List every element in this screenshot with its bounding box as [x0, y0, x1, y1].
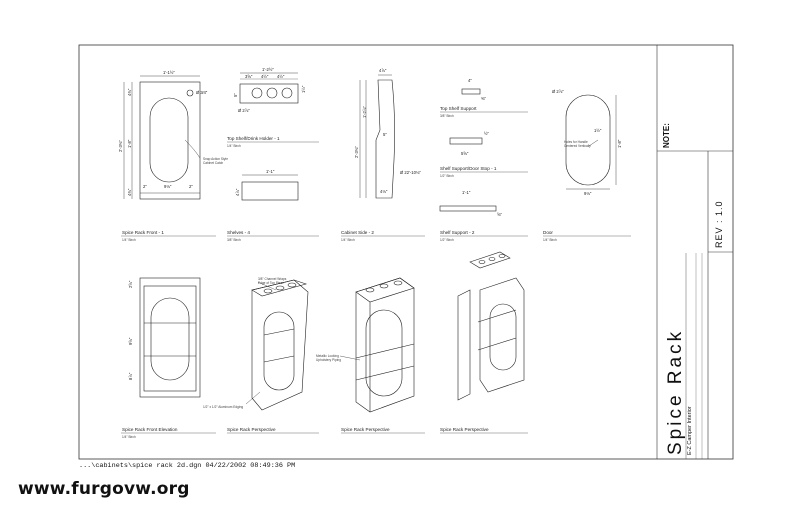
shelves-label: Shelves - 4: [227, 230, 250, 235]
revision-label: REV : 1.0: [714, 200, 724, 248]
elevation-mid-dim: 9⅝": [128, 337, 133, 345]
side-sub: 1/4" Birch: [341, 238, 355, 242]
top-shelf-overall: 1'-2½": [262, 67, 274, 72]
top-shelf-sub: 1/4" Birch: [227, 144, 241, 148]
leader-lines: [245, 281, 361, 405]
shelf-support-w: 1'-1": [462, 190, 471, 195]
front-label: Spice Rack Front - 1: [122, 230, 164, 235]
top-shelf-dim-a: 3⅝": [245, 74, 253, 79]
top-support-sub: 3/8" Birch: [440, 114, 454, 118]
door-sub: 1/4" Birch: [543, 238, 557, 242]
door-height: 1'-8": [617, 139, 622, 148]
persp2-callout: Metallic Looking Upholstery Piping: [316, 354, 341, 362]
door-hole: Ø 2⅞": [552, 89, 564, 94]
top-support-w: 4": [468, 78, 472, 83]
door-r: 1½": [594, 128, 602, 133]
door-callout: Holes for Handle Centered Vertically: [564, 140, 591, 148]
shelf-stop-w: 5⅝": [461, 151, 469, 156]
front-right-margin: 2": [189, 184, 193, 189]
front-bottom-dim: 4⅜": [127, 188, 132, 196]
front-panel-drawing: [123, 75, 201, 200]
side-upper: 1'-2⅞": [362, 106, 367, 118]
elevation-bot-dim: 8⅞": [128, 372, 133, 380]
side-step: 5": [383, 132, 387, 137]
file-path-footer: ...\cabinets\spice rack 2d.dgn 04/22/200…: [79, 462, 296, 470]
shelf-stop-label: Shelf Support/Door Stop - 1: [440, 166, 497, 171]
shelf-support-h: ⅝": [497, 212, 502, 217]
elevation-label: Spice Rack Front Elevation: [122, 427, 178, 432]
front-inner-w: 9⅛": [164, 184, 172, 189]
front-top-width: 1'-1½": [163, 70, 175, 75]
front-height-dim: 2'-3⅜": [118, 140, 123, 152]
top-shelf-hole: Ø 2⅞": [238, 108, 250, 113]
persp1-label: Spice Rack Perspective: [227, 427, 276, 432]
elevation-sub: 1/4" Birch: [122, 435, 136, 439]
title-block: [656, 45, 733, 459]
side-total: 2'-3⅜": [354, 146, 359, 158]
front-left-margin: 2": [143, 184, 147, 189]
front-top-dim: 4⅜": [127, 88, 132, 96]
shelves-width: 1'-1": [266, 169, 275, 174]
front-elevation-drawing: [139, 277, 201, 398]
cabinet-side-drawing: [359, 74, 395, 199]
shelf-stop-h: ½": [484, 131, 489, 136]
shelf-support-drawing: [439, 205, 497, 212]
persp1-callout-top: 3/8" Channel Wraps Edge of Top Piece: [258, 277, 287, 285]
front-hole-dim: Ø 3⁄4": [196, 90, 208, 95]
watermark-url: www.furgovw.org: [18, 479, 190, 499]
persp1-callout-bottom: 1/2" x 1/2" Aluminum Edging: [203, 405, 244, 409]
top-support-h: ⅜": [481, 96, 486, 101]
front-sub: 1/4" Birch: [122, 238, 136, 242]
side-top-w: 4⅞": [379, 68, 387, 73]
side-radius: Ø 22'-10⅛": [400, 170, 421, 175]
door-label: Door: [543, 230, 553, 235]
shelf-stop-drawing: [449, 137, 483, 145]
front-callout: Snap Action Style Cabinet Catch: [203, 157, 228, 165]
shelves-depth: 4⅞": [235, 188, 240, 196]
perspective-2-drawing: [355, 277, 415, 413]
top-support-label: Top Shelf Support: [440, 106, 477, 111]
top-shelf-depth-l: 5": [233, 93, 238, 97]
project-subtitle: E-Z Camper Interior: [687, 406, 693, 455]
top-support-drawing: [461, 88, 481, 95]
shelves-drawing: [241, 174, 299, 201]
shelf-support-label: Shelf Support - 2: [440, 230, 475, 235]
top-shelf-dim-c: 4½": [277, 74, 285, 79]
top-shelf-label: Top Shelf/Drink Holder - 1: [227, 136, 280, 141]
persp2-label: Spice Rack Perspective: [341, 427, 390, 432]
perspective-1-drawing: [251, 279, 309, 411]
front-inner-h-dim: 1'-8": [127, 139, 132, 148]
top-shelf-drawing: [239, 72, 299, 104]
door-drawing: [565, 94, 617, 190]
persp3-label: Spice Rack Perspective: [440, 427, 489, 432]
door-width: 9⅛": [584, 191, 592, 196]
top-shelf-dim-b: 4½": [261, 74, 269, 79]
perspective-3-drawing: [457, 251, 525, 401]
project-title: Spice Rack: [665, 328, 686, 455]
shelf-stop-sub: 1/2" Birch: [440, 174, 454, 178]
top-shelf-depth-r: 1½": [301, 85, 306, 93]
side-label: Cabinet Side - 2: [341, 230, 374, 235]
shelf-support-sub: 1/2" Birch: [440, 238, 454, 242]
note-heading: NOTE:: [662, 123, 671, 148]
label-underlines: [121, 111, 631, 434]
side-bottom-w: 4⅛": [380, 189, 388, 194]
elevation-top-dim: 2⅝": [128, 280, 133, 288]
shelves-sub: 3/8" Birch: [227, 238, 241, 242]
